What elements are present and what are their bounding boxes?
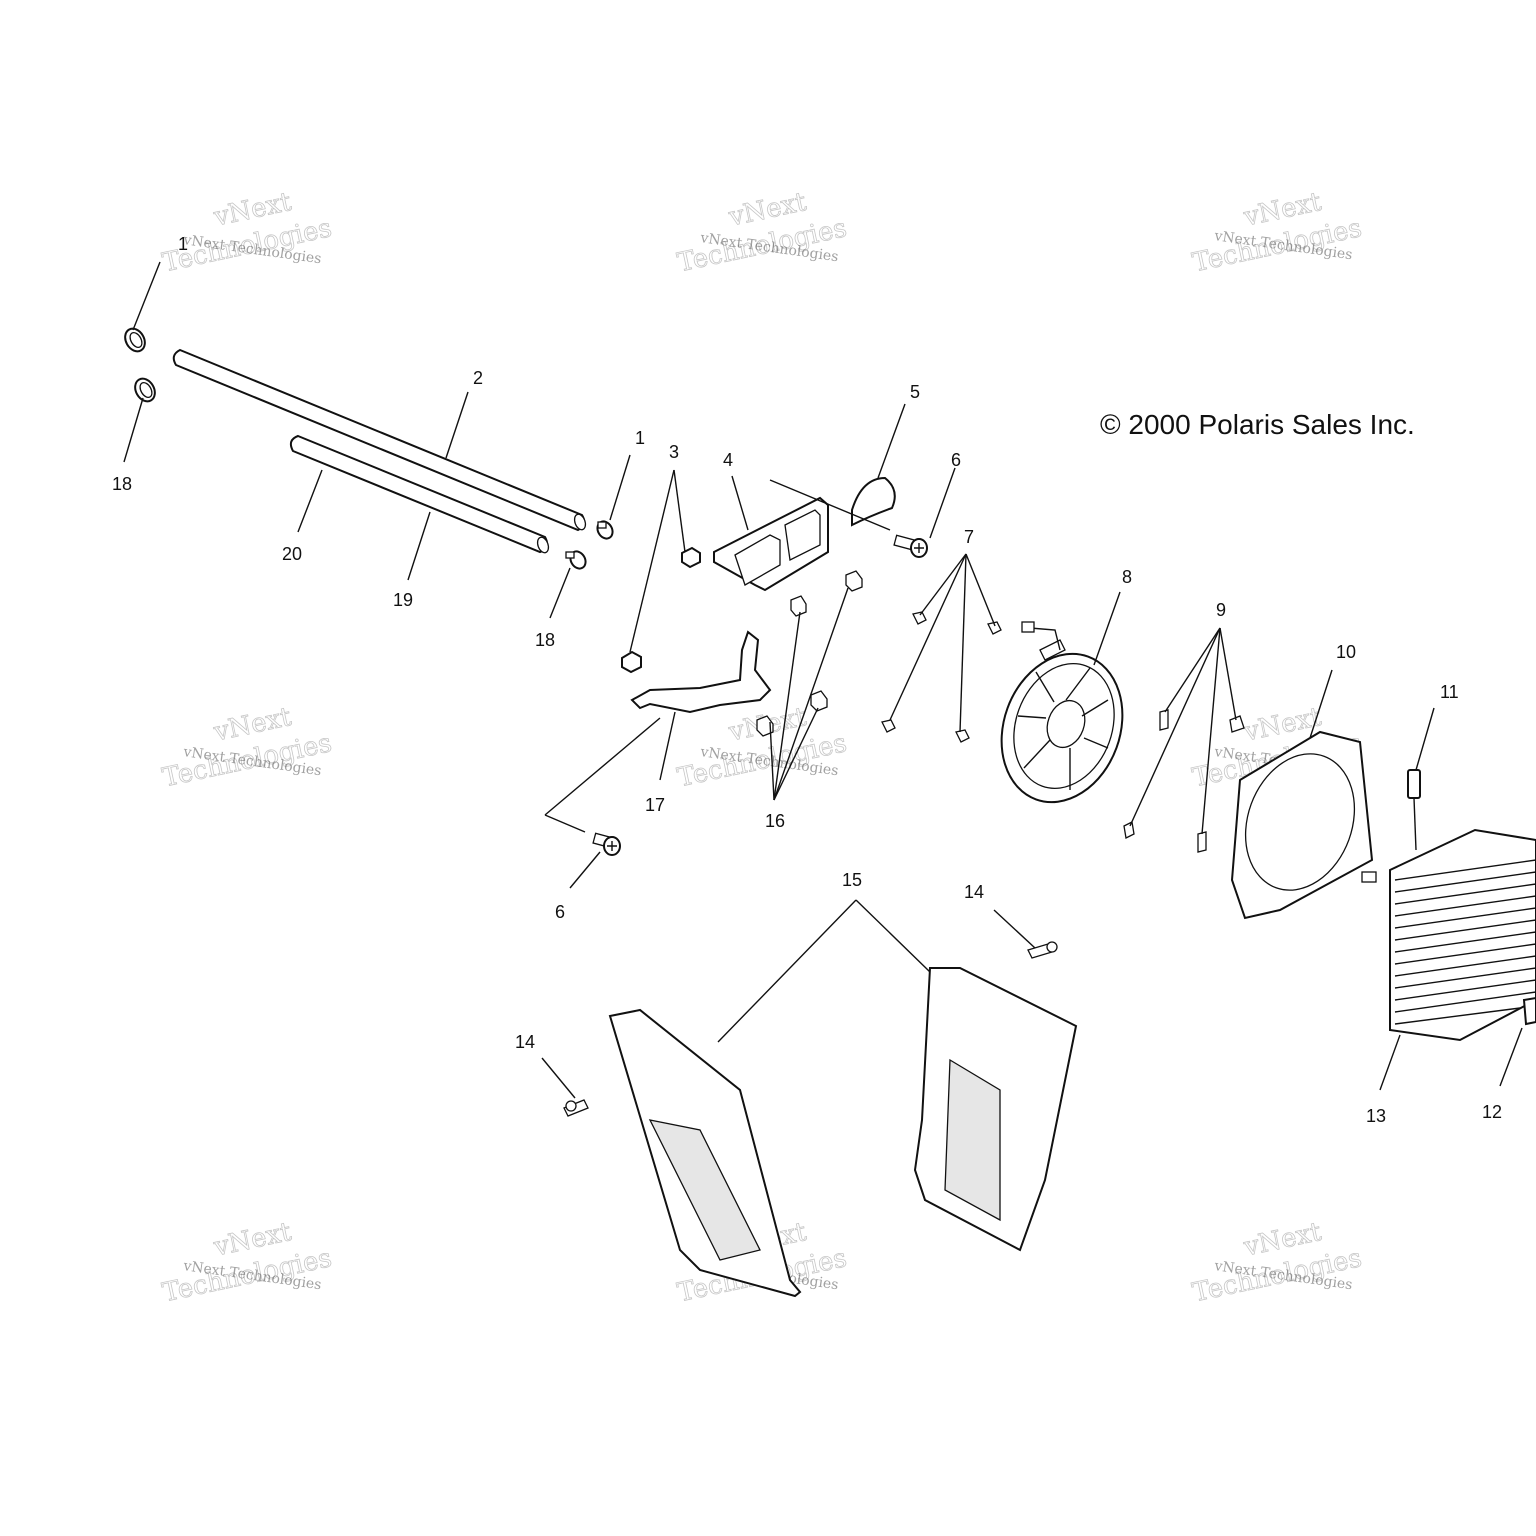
watermarks: vNext Technologies vNext Technologies vN… [159, 187, 1364, 1309]
sensor-11 [1407, 769, 1421, 851]
watermark: vNext Technologies [1189, 1217, 1364, 1309]
callout-3: 3 [669, 442, 679, 462]
hose-clamp-18 [565, 550, 587, 570]
callout-12: 12 [1482, 1102, 1502, 1122]
callout-13: 13 [1366, 1106, 1386, 1126]
callout-18-top: 18 [112, 474, 132, 494]
bolt-6-bottom [592, 832, 621, 856]
callout-1-top: 1 [178, 234, 188, 254]
screw-14-right [1027, 941, 1058, 959]
callout-20: 20 [282, 544, 302, 564]
spacer-3-upper [681, 546, 701, 569]
callout-2: 2 [473, 368, 483, 388]
cooling-fan-8 [1000, 621, 1124, 804]
callout-7: 7 [964, 527, 974, 547]
radiator-13 [1361, 828, 1536, 1042]
callout-19: 19 [393, 590, 413, 610]
callout-18-bottom: 18 [535, 630, 555, 650]
callout-14-left: 14 [515, 1032, 535, 1052]
callout-4: 4 [723, 450, 733, 470]
callout-6-bottom: 6 [555, 902, 565, 922]
callout-1: 1 [635, 428, 645, 448]
mount-plate-4 [713, 496, 829, 592]
callout-17: 17 [645, 795, 665, 815]
hose-clip-5 [851, 476, 896, 527]
drain-plug-12 [1522, 996, 1536, 1026]
callout-labels: 1 18 2 20 19 1 18 3 4 5 6 7 8 9 10 11 13… [112, 234, 1502, 1126]
watermark: vNext Technologies [674, 187, 849, 279]
callout-9: 9 [1216, 600, 1226, 620]
fan-nuts-7 [881, 611, 1002, 743]
spacer-3-lower [621, 650, 642, 674]
callout-15: 15 [842, 870, 862, 890]
watermark: vNext Technologies [159, 702, 334, 794]
callout-11: 11 [1440, 682, 1459, 702]
callout-5: 5 [910, 382, 920, 402]
fan-shroud-10 [1230, 730, 1374, 920]
hose-clamp-18-top [134, 377, 156, 403]
hose-clamp-1-top [124, 327, 146, 353]
side-panel-15-left [608, 1008, 802, 1298]
grommets-16 [756, 570, 863, 737]
leader-lines [123, 261, 1523, 1099]
bolt-6-top [893, 534, 928, 558]
callout-6-top: 6 [951, 450, 961, 470]
bracket-17 [630, 630, 772, 714]
callout-14-top: 14 [964, 882, 984, 902]
copyright-notice: © 2000 Polaris Sales Inc. [1100, 409, 1415, 440]
watermark: vNext Technologies [159, 1217, 334, 1309]
callout-10: 10 [1336, 642, 1356, 662]
side-panel-15-right [913, 967, 1078, 1252]
screw-14-left [563, 1099, 589, 1117]
coolant-hose-2 [172, 348, 587, 532]
callout-16: 16 [765, 811, 785, 831]
hose-clamp-1 [596, 520, 614, 540]
callout-8: 8 [1122, 567, 1132, 587]
coolant-hose-19 [289, 434, 550, 554]
watermark: vNext Technologies [1189, 187, 1364, 279]
